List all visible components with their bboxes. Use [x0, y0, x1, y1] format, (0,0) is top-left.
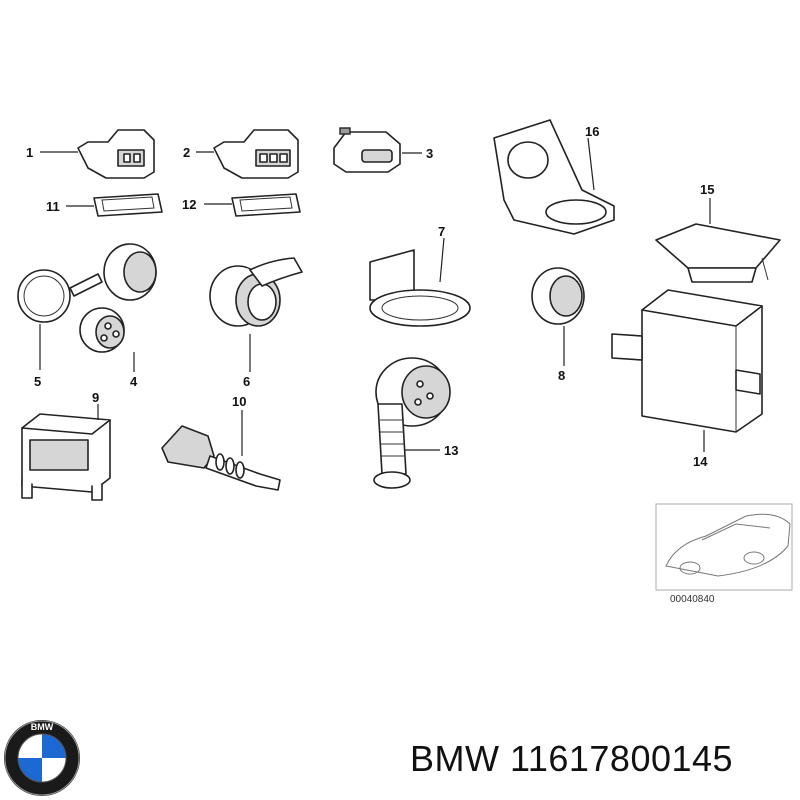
part-12-gasket	[231, 193, 301, 217]
callout-6: 6	[243, 374, 250, 389]
callout-1: 1	[26, 145, 33, 160]
callout-15: 15	[700, 182, 714, 197]
callout-7: 7	[438, 224, 445, 239]
callout-2: 2	[183, 145, 190, 160]
callout-3: 3	[426, 146, 433, 161]
part-number: 11617800145	[510, 738, 734, 779]
vehicle-location-inset: 00040840	[655, 503, 793, 605]
callout-16: 16	[585, 124, 599, 139]
part-13-round-plug	[373, 357, 451, 489]
callout-14: 14	[693, 454, 708, 469]
part-5-ring	[17, 269, 103, 323]
part-10-cable-boot	[161, 425, 281, 491]
brand-name: BMW	[410, 738, 500, 779]
part-8-ring-nut	[531, 267, 585, 325]
part-3-plug	[333, 127, 401, 173]
callout-10: 10	[232, 394, 246, 409]
part-4-round-connector	[79, 243, 157, 353]
part-1-connector	[77, 129, 155, 179]
logo-text: BMW	[31, 722, 54, 732]
part-16-bracket	[493, 119, 615, 235]
inset-reference-code: 00040840	[670, 594, 715, 605]
part-2-connector	[213, 129, 299, 179]
part-7-holder	[369, 249, 471, 327]
part-9-relay-base	[21, 413, 111, 501]
part-6-boot	[209, 257, 303, 327]
bmw-roundel-logo: BMW	[4, 720, 80, 796]
part-14-box	[611, 289, 763, 433]
callout-13: 13	[444, 443, 458, 458]
part-11-gasket	[93, 193, 163, 217]
part-15-lid	[655, 223, 781, 283]
callout-8: 8	[558, 368, 565, 383]
callout-9: 9	[92, 390, 99, 405]
callout-5: 5	[34, 374, 41, 389]
callout-12: 12	[182, 197, 196, 212]
part-caption: BMW 11617800145	[410, 738, 733, 780]
callout-11: 11	[46, 199, 60, 214]
callout-4: 4	[130, 374, 138, 389]
